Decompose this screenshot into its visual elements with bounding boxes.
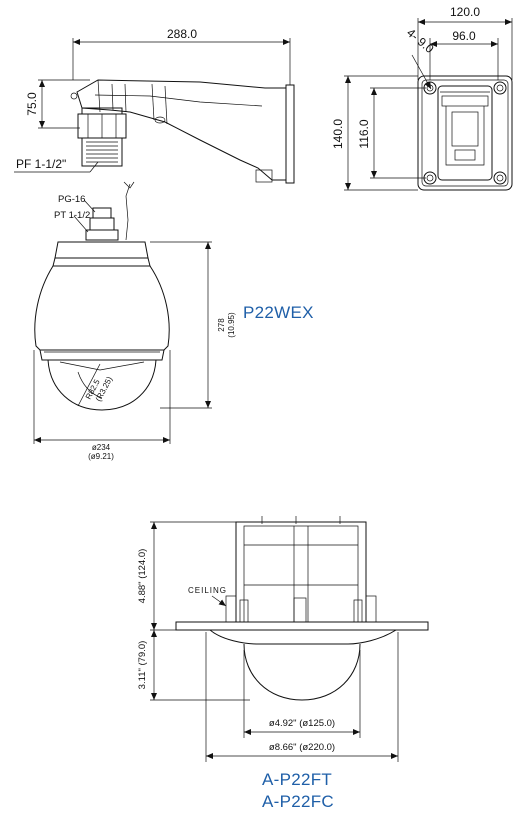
dome-height-in-label: (10.95) [227,312,236,338]
arm-length-label: 288.0 [167,27,197,41]
ceiling-label: CEILING [188,586,227,595]
flush-model-label-1: A-P22FT [262,770,333,789]
cable-gland-label: PG-16 [58,194,85,205]
dome-height-mm-label: 278 [217,318,226,332]
flush-model-label-2: A-P22FC [262,792,335,811]
flush-outer-diameter-label: ø8.66" (ø220.0) [269,742,335,753]
flush-upper-height-label: 4.88" (124.0) [137,549,148,604]
pipe-thread-label: PF 1-1/2" [16,157,66,171]
wall-plate-drawing [344,18,513,191]
dome-diameter-in-label: (ø9.21) [88,452,114,461]
flush-lower-height-label: 3.11" (79.0) [137,641,148,690]
plate-outer-height-label: 140.0 [331,119,345,149]
flush-mount-drawing [150,516,429,762]
dome-diameter-mm-label: ø234 [92,443,111,452]
plate-hole-label: 4- 9.0 [404,26,437,57]
thread-label: PT 1-1/2 [54,210,90,221]
flush-inner-diameter-label: ø4.92" (ø125.0) [269,718,335,729]
plate-inner-height-label: 116.0 [357,119,371,148]
plate-inner-width-label: 96.0 [452,29,476,43]
dome-model-label: P22WEX [243,303,314,322]
dome-camera-drawing [33,181,212,444]
plate-outer-width-label: 120.0 [450,5,480,19]
arm-height-label: 75.0 [25,92,39,116]
wall-arm-drawing [14,38,295,184]
